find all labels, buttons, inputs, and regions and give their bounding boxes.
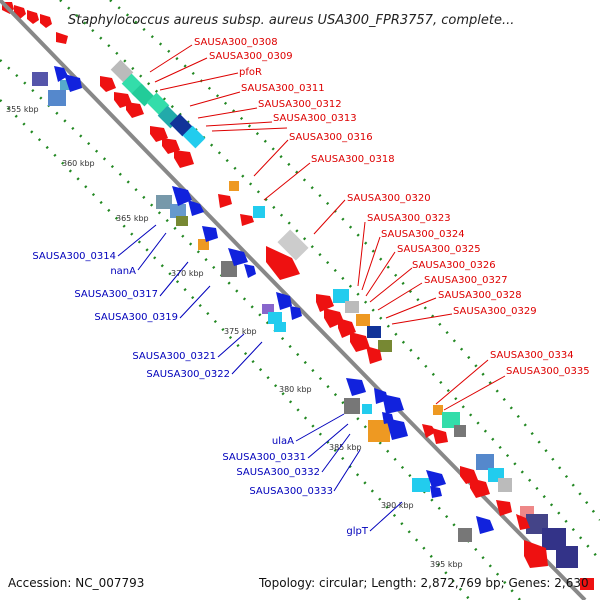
gene-label[interactable]: SAUSA300_0319 bbox=[94, 312, 178, 323]
gene-label[interactable]: SAUSA300_0309 bbox=[209, 51, 293, 62]
kbp-label: 395 kbp bbox=[430, 560, 463, 569]
forward-gene-labels: SAUSA300_0308 SAUSA300_0309 pfoR SAUSA30… bbox=[194, 37, 590, 377]
kbp-label: 390 kbp bbox=[381, 501, 414, 510]
gene-label[interactable]: SAUSA300_0334 bbox=[490, 350, 574, 361]
topology-summary: Topology: circular; Length: 2,872,769 bp… bbox=[258, 576, 589, 590]
kbp-axis: 355 kbp 360 kbp 365 kbp 370 kbp 375 kbp … bbox=[6, 105, 463, 569]
kbp-label: 365 kbp bbox=[116, 214, 149, 223]
gene-label[interactable]: SAUSA300_0321 bbox=[132, 351, 216, 362]
gene-label[interactable]: SAUSA300_0317 bbox=[74, 289, 158, 300]
gene-label[interactable]: SAUSA300_0324 bbox=[381, 229, 465, 240]
feature-arrows bbox=[54, 66, 548, 568]
gene-label[interactable]: SAUSA300_0332 bbox=[236, 467, 320, 478]
feature-boxes bbox=[32, 59, 594, 590]
gene-label[interactable]: SAUSA300_0313 bbox=[273, 113, 357, 124]
kbp-label: 370 kbp bbox=[171, 269, 204, 278]
gene-label[interactable]: ulaA bbox=[272, 436, 294, 447]
gene-label[interactable]: pfoR bbox=[239, 67, 262, 78]
gene-label[interactable]: SAUSA300_0318 bbox=[311, 154, 395, 165]
gene-label[interactable]: SAUSA300_0320 bbox=[347, 193, 431, 204]
leader-lines-forward bbox=[149, 44, 506, 411]
gene-label[interactable]: SAUSA300_0333 bbox=[249, 486, 333, 497]
gene-label[interactable]: SAUSA300_0308 bbox=[194, 37, 278, 48]
gene-label[interactable]: SAUSA300_0326 bbox=[412, 260, 496, 271]
gene-label[interactable]: SAUSA300_0325 bbox=[397, 244, 481, 255]
gene-label[interactable]: SAUSA300_0314 bbox=[32, 251, 116, 262]
kbp-label: 385 kbp bbox=[329, 443, 362, 452]
map-title: Staphylococcus aureus subsp. aureus USA3… bbox=[68, 13, 514, 28]
gene-label[interactable]: nanA bbox=[110, 266, 136, 277]
gene-label[interactable]: SAUSA300_0316 bbox=[289, 132, 373, 143]
gene-label[interactable]: SAUSA300_0327 bbox=[424, 275, 508, 286]
gene-label[interactable]: SAUSA300_0335 bbox=[506, 366, 590, 377]
gene-label[interactable]: SAUSA300_0312 bbox=[258, 99, 342, 110]
leader-lines-reverse bbox=[117, 224, 403, 532]
kbp-label: 360 kbp bbox=[62, 159, 95, 168]
gene-label[interactable]: SAUSA300_0322 bbox=[146, 369, 230, 380]
gene-label[interactable]: SAUSA300_0311 bbox=[241, 83, 325, 94]
gene-label[interactable]: SAUSA300_0328 bbox=[438, 290, 522, 301]
kbp-label: 355 kbp bbox=[6, 105, 39, 114]
gene-label[interactable]: SAUSA300_0331 bbox=[222, 452, 306, 463]
accession-text: Accession: NC_007793 bbox=[8, 576, 144, 590]
gene-label[interactable]: SAUSA300_0329 bbox=[453, 306, 537, 317]
gene-label[interactable]: SAUSA300_0323 bbox=[367, 213, 451, 224]
gene-label[interactable]: glpT bbox=[346, 526, 368, 537]
kbp-label: 380 kbp bbox=[279, 385, 312, 394]
kbp-label: 375 kbp bbox=[224, 327, 257, 336]
top-left-arrows bbox=[2, 2, 68, 44]
reverse-gene-labels: SAUSA300_0314 nanA SAUSA300_0317 SAUSA30… bbox=[32, 251, 368, 537]
